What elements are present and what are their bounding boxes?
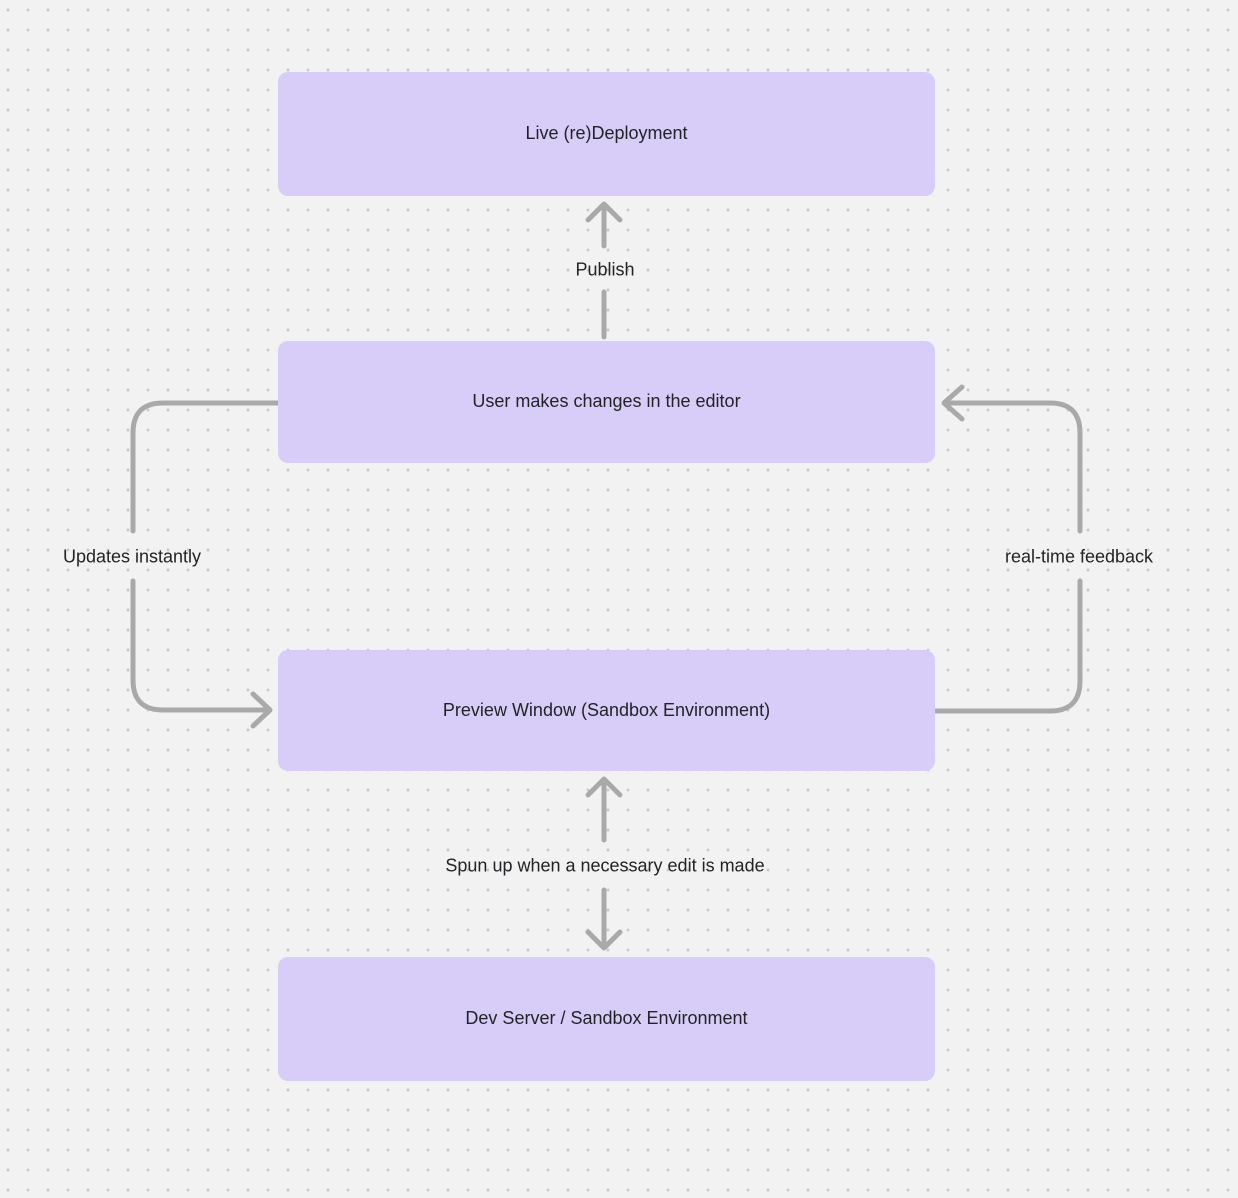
edge-label-real-time-feedback: real-time feedback <box>1004 546 1154 567</box>
arrow-feedback-lower <box>932 578 1083 714</box>
edge-label-publish: Publish <box>575 259 635 280</box>
arrow-updates-lower <box>130 578 273 729</box>
arrow-spunup-down <box>585 887 623 951</box>
node-preview-window: Preview Window (Sandbox Environment) <box>278 650 935 771</box>
node-preview-window-label: Preview Window (Sandbox Environment) <box>442 699 771 720</box>
arrow-feedback-upper <box>941 384 1083 534</box>
node-live-redeployment: Live (re)Deployment <box>278 72 935 196</box>
edge-label-updates-instantly: Updates instantly <box>62 546 202 567</box>
node-dev-server-label: Dev Server / Sandbox Environment <box>465 1008 748 1029</box>
node-user-editor-label: User makes changes in the editor <box>472 391 741 412</box>
edge-label-spun-up: Spun up when a necessary edit is made <box>445 855 765 876</box>
node-user-editor: User makes changes in the editor <box>278 341 935 463</box>
arrow-updates-upper <box>130 400 281 534</box>
arrow-publish-shaft-upper <box>585 201 623 249</box>
node-live-redeployment-label: Live (re)Deployment <box>525 123 688 144</box>
node-dev-server: Dev Server / Sandbox Environment <box>278 957 935 1081</box>
arrow-spunup-up <box>585 776 623 843</box>
